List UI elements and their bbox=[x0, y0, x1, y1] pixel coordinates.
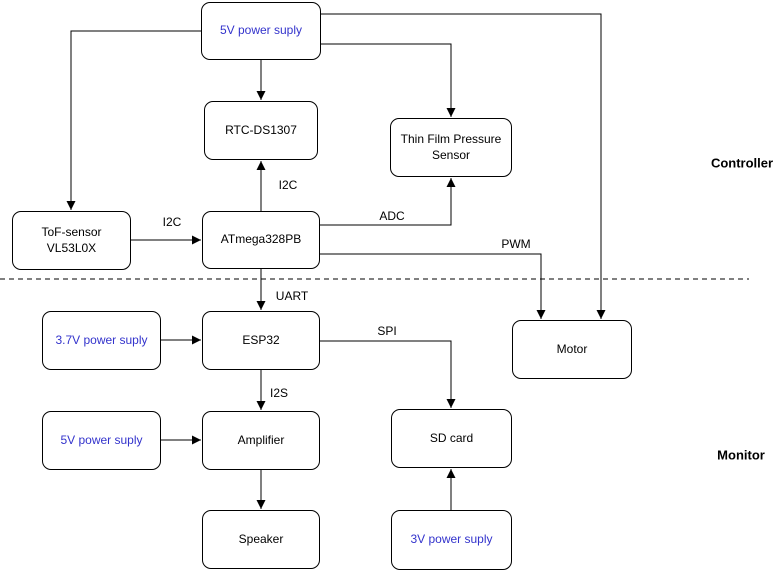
node-atmega[interactable]: ATmega328PB bbox=[202, 211, 320, 269]
edge-label-atmega-to-tfps: ADC bbox=[378, 209, 406, 223]
edge-label-atmega-to-esp32: UART bbox=[274, 289, 310, 303]
edge-label-atmega-to-rtc: I2C bbox=[277, 178, 299, 192]
node-label-rtc: RTC-DS1307 bbox=[225, 122, 297, 137]
node-speaker[interactable]: Speaker bbox=[202, 510, 320, 569]
node-label-speaker: Speaker bbox=[238, 531, 284, 546]
section-label-monitor: Monitor bbox=[717, 447, 765, 463]
node-label-tof: ToF-sensor VL53L0X bbox=[41, 224, 102, 255]
node-psu5v-top[interactable]: 5V power suply bbox=[201, 2, 321, 60]
node-rtc[interactable]: RTC-DS1307 bbox=[204, 101, 318, 160]
edge-esp32-to-sdcard bbox=[320, 340, 456, 408]
node-label-psu5v-top: 5V power suply bbox=[219, 23, 303, 38]
edge-psu5vtop-to-tof bbox=[66, 30, 201, 210]
node-label-sdcard: SD card bbox=[429, 430, 474, 445]
node-sdcard[interactable]: SD card bbox=[391, 409, 512, 468]
edge-label-esp32-to-sdcard: SPI bbox=[376, 324, 398, 338]
node-label-amp: Amplifier bbox=[237, 432, 285, 447]
edge-psu5vtop-to-motor bbox=[321, 13, 606, 319]
section-label-controller: Controller bbox=[710, 155, 774, 171]
node-label-tfps: Thin Film Pressure Sensor bbox=[400, 131, 502, 162]
node-label-psu3v: 3V power suply bbox=[410, 532, 493, 547]
node-label-atmega: ATmega328PB bbox=[220, 232, 302, 247]
edge-atmega-to-motor bbox=[320, 253, 546, 319]
edge-psu5vtop-to-tfps bbox=[321, 43, 456, 117]
node-amp[interactable]: Amplifier bbox=[202, 411, 320, 470]
node-label-psu5v-bot: 5V power suply bbox=[60, 432, 143, 447]
node-label-motor: Motor bbox=[556, 341, 588, 356]
edge-label-atmega-to-motor: PWM bbox=[500, 237, 532, 251]
node-esp32[interactable]: ESP32 bbox=[202, 311, 320, 370]
node-label-esp32: ESP32 bbox=[242, 332, 280, 347]
node-label-psu37: 3.7V power suply bbox=[55, 332, 148, 347]
edge-label-esp32-to-amp: I2S bbox=[268, 386, 290, 400]
node-psu5v-bot[interactable]: 5V power suply bbox=[42, 411, 161, 470]
edge-atmega-to-tfps bbox=[320, 178, 456, 226]
node-tof[interactable]: ToF-sensor VL53L0X bbox=[12, 211, 131, 270]
node-motor[interactable]: Motor bbox=[512, 320, 632, 379]
node-psu3v[interactable]: 3V power suply bbox=[391, 510, 512, 570]
node-psu37[interactable]: 3.7V power suply bbox=[42, 311, 161, 370]
node-tfps[interactable]: Thin Film Pressure Sensor bbox=[390, 118, 512, 177]
edge-label-tof-to-atmega: I2C bbox=[161, 215, 183, 229]
